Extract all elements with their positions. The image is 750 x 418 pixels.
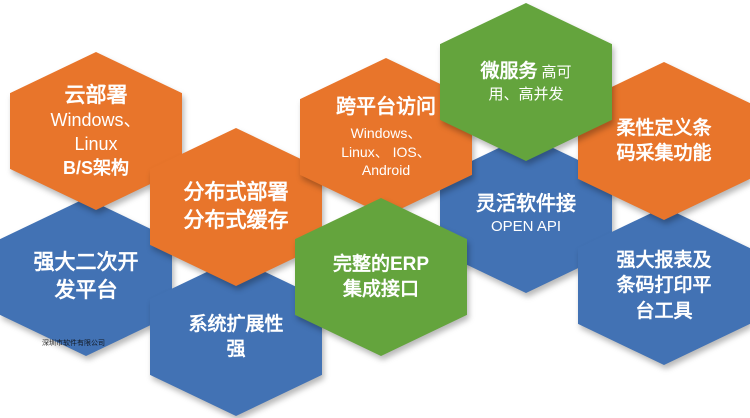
hex-line: 分布式部署: [183, 181, 289, 205]
hex-line: 集成接口: [342, 279, 419, 300]
hexagon-text: 灵活软件接 OPEN API: [476, 191, 576, 237]
hex-line: 跨平台访问: [336, 96, 436, 119]
hex-line: Windows、: [350, 125, 422, 142]
hex-line: 系统扩展性: [188, 313, 284, 335]
hex-line: OPEN API: [490, 218, 562, 236]
hexagon-microservice: 微服务高可用、高并发: [440, 3, 612, 161]
hex-line: 分布式缓存: [183, 209, 289, 232]
hexagon-secondary-dev-platform: 强大二次开 发平台: [0, 198, 172, 356]
hexagon-shape: 强大二次开 发平台: [0, 198, 172, 356]
hex-line: 完整的ERP: [332, 253, 430, 275]
hex-line: B/S架构: [62, 157, 129, 178]
hexagon-text: 分布式部署 分布式缓存: [184, 179, 289, 234]
hex-line: 码采集功能: [616, 143, 712, 164]
hexagon-text: 云部署 Windows、 Linux B/S架构: [50, 82, 141, 181]
hexagon-report-barcode-print: 强大报表及 条码打印平 台工具: [578, 207, 750, 365]
hexagon-shape: 强大报表及 条码打印平 台工具: [578, 207, 750, 365]
hex-line: 柔性定义条: [616, 117, 712, 139]
hexagon-text: 强大报表及 条码打印平 台工具: [616, 248, 711, 323]
hex-line: Linux、 IOS、: [341, 143, 431, 160]
watermark-text: 深圳市软件有限公司: [42, 340, 105, 347]
hexagon-text: 强大二次开 发平台: [34, 249, 139, 304]
hexagon-erp-integration: 完整的ERP 集成接口: [295, 198, 467, 356]
hexagon-text: 微服务高可用、高并发: [473, 59, 579, 105]
hex-line: Linux: [74, 133, 118, 154]
hex-line: Windows、: [50, 110, 142, 131]
hex-line: 云部署: [64, 83, 128, 107]
microservice-title: 微服务: [480, 60, 538, 82]
hex-line: 条码打印平: [616, 275, 712, 297]
hexagon-text: 系统扩展性 强: [188, 312, 283, 362]
hexagon-text: 完整的ERP 集成接口: [333, 252, 429, 302]
hex-line: 台工具: [635, 300, 693, 322]
hex-line: 灵活软件接: [476, 192, 576, 215]
hexagon-text: 柔性定义条 码采集功能: [616, 116, 711, 166]
hexagon-shape: 微服务高可用、高并发: [440, 3, 612, 161]
hex-line: 发平台: [54, 279, 118, 302]
hexagon-shape: 完整的ERP 集成接口: [295, 198, 467, 356]
hex-line: Android: [361, 162, 411, 179]
hex-line: 强: [226, 339, 246, 360]
hexagon-text: 跨平台访问 Windows、 Linux、 IOS、 Android: [336, 94, 436, 180]
hex-line: 强大二次开: [33, 251, 139, 275]
hexagon-distributed: 分布式部署 分布式缓存: [150, 128, 322, 286]
microservice-subtitle: 高可用、高并发: [488, 63, 572, 103]
hex-line: 强大报表及: [616, 250, 712, 272]
